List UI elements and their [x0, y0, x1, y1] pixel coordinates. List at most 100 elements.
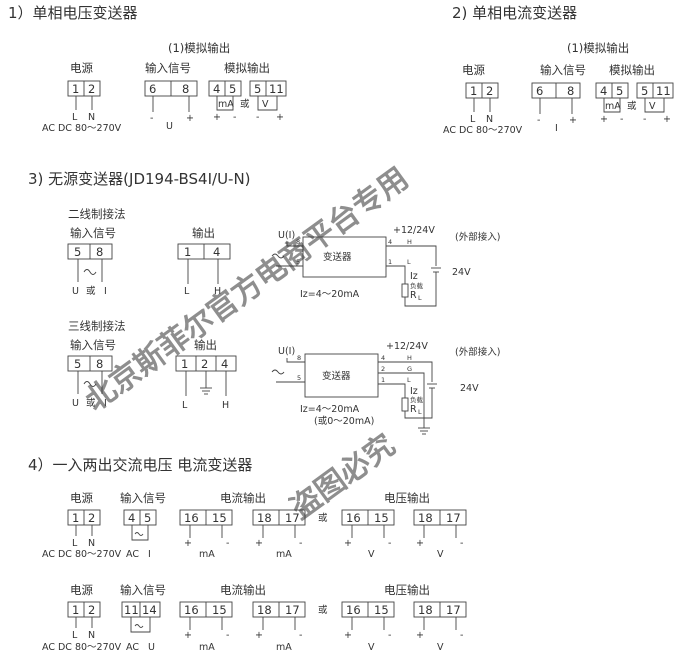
- pin-number: 1: [381, 376, 385, 384]
- output-label: 输出: [194, 338, 217, 352]
- supply-voltage: +12/24V: [393, 225, 435, 236]
- terminal-number: 18: [257, 603, 272, 617]
- transmitter-label: 变送器: [323, 251, 352, 263]
- sign: +: [663, 114, 671, 125]
- input-signal-label: 输入信号: [70, 338, 116, 352]
- power-label: 电源: [462, 63, 485, 77]
- terminal-number: 17: [446, 603, 461, 617]
- output-mark: H: [214, 286, 221, 297]
- sign: -: [299, 538, 302, 549]
- input-variable: I: [148, 549, 151, 560]
- output-label: 输出: [192, 226, 215, 240]
- sign: +: [213, 112, 221, 123]
- power-label: 电源: [70, 583, 93, 597]
- terminal-number: 17: [285, 603, 300, 617]
- terminal-number: 2: [88, 511, 95, 525]
- circuit-input-name: U(I): [278, 346, 295, 357]
- input-signal-label: 输入信号: [120, 583, 166, 597]
- output-mark: L: [184, 286, 190, 297]
- section-title: 3) 无源变送器(JD194-BS4I/U-N): [28, 170, 251, 188]
- unit: mA: [276, 642, 292, 653]
- sign: +: [255, 630, 263, 641]
- input-variable: I: [555, 123, 558, 134]
- terminal-number: 1: [470, 84, 477, 98]
- power-label: 电源: [70, 61, 93, 75]
- terminal-number: 15: [212, 603, 227, 617]
- pin-name: H: [407, 354, 412, 362]
- terminal-number: 4: [213, 82, 220, 96]
- terminal-number: 1: [72, 603, 79, 617]
- or-text: 或: [627, 100, 637, 112]
- two-wire-circuit: U(I) 8 5 变送器 +12/24V 4 H 1 L Iz 负载 R: [271, 225, 500, 307]
- sign: +: [184, 630, 192, 641]
- terminal-number: 4: [128, 511, 135, 525]
- ac-symbol-icon: [83, 269, 97, 275]
- sign: +: [184, 538, 192, 549]
- three-wire-method: 三线制接法 输入信号 5 8 U 或 I 输出 1 2 4: [67, 319, 500, 435]
- input-signal-label: 输入信号: [540, 63, 586, 77]
- terminal-number: 5: [74, 357, 81, 371]
- load-text: 负载: [410, 395, 424, 404]
- power-label: 电源: [70, 491, 93, 505]
- terminal-number: 8: [182, 82, 189, 96]
- three-wire-label: 三线制接法: [68, 319, 126, 333]
- pin-number: 5: [297, 374, 301, 382]
- current-range-alt: (或0～20mA): [314, 415, 374, 427]
- section-subtitle: (1)模拟输出: [567, 41, 629, 55]
- analog-output-label: 模拟输出: [224, 61, 270, 75]
- sign: -: [388, 630, 391, 641]
- unit: V: [368, 642, 375, 653]
- row-voltage-input: 电源 输入信号 电流输出 电压输出 1 2 L N AC DC 80～270V …: [42, 583, 467, 653]
- section-title: 1）单相电压变送器: [8, 4, 138, 22]
- input-terminal-block: 6 8 - + U: [144, 80, 198, 132]
- terminal-number: 16: [184, 511, 199, 525]
- unit-current: mA: [218, 99, 234, 110]
- terminal-number: 1: [184, 245, 191, 259]
- ac-symbol-icon: [134, 532, 144, 536]
- section-passive-transmitter: 3) 无源变送器(JD194-BS4I/U-N) 二线制接法 输入信号 5 8 …: [28, 170, 500, 435]
- transmitter-block: [302, 236, 387, 278]
- power-terminal-block: 1 2 L N AC DC 80～270V: [42, 80, 122, 134]
- input-signal-label: 输入信号: [70, 226, 116, 240]
- input-mark: 或: [86, 397, 96, 409]
- analog-output-terminal-block: 4 5 5 11 mA 或 V + - - +: [208, 80, 287, 123]
- terminal-mark: L: [72, 630, 78, 641]
- power-range: AC DC 80～270V: [42, 123, 122, 134]
- terminal-number: 14: [142, 603, 157, 617]
- section-title: 2) 单相电流变送器: [452, 4, 577, 22]
- power-range: AC DC 80～270V: [42, 642, 122, 653]
- or-text: 或: [318, 604, 328, 616]
- terminal-number: 4: [221, 357, 228, 371]
- current-range: Iz=4～20mA: [300, 289, 360, 300]
- input-mark: I: [104, 286, 107, 297]
- input-signal-label: 输入信号: [145, 61, 191, 75]
- terminal-number: 11: [124, 603, 139, 617]
- sign: -: [460, 538, 463, 549]
- sign: -: [620, 114, 623, 125]
- terminal-number: 2: [88, 603, 95, 617]
- resistor-label: R: [410, 404, 417, 415]
- terminal-number: 4: [213, 245, 220, 259]
- sign: +: [600, 114, 608, 125]
- terminal-number: 2: [88, 82, 95, 96]
- ac-symbol-icon: [83, 381, 97, 387]
- pin-number: 8: [296, 238, 300, 246]
- input-signal-label: 输入信号: [120, 491, 166, 505]
- terminal-mark: L: [72, 112, 78, 123]
- sign: -: [299, 630, 302, 641]
- input-variable: U: [148, 642, 155, 653]
- ground-icon: [200, 387, 212, 395]
- transmitter-block: [304, 353, 379, 398]
- sign: -: [256, 112, 259, 123]
- current-output-label: 电流输出: [220, 583, 266, 597]
- section-one-in-two-out: 4）一入两出交流电压 电流变送器 电源 输入信号 电流输出 电压输出 1 2 L…: [28, 456, 467, 653]
- terminal-number: 6: [149, 82, 156, 96]
- section-single-phase-voltage: 1）单相电压变送器 (1)模拟输出 电源 输入信号 模拟输出 1 2 L N A…: [8, 4, 287, 134]
- input-mark: U: [72, 398, 79, 409]
- ac-source-icon: [271, 369, 285, 375]
- input-ac: AC: [126, 549, 139, 560]
- or-text: 或: [240, 98, 250, 110]
- terminal-mark: N: [486, 114, 493, 125]
- or-text: 或: [318, 512, 328, 524]
- current-label: Iz: [410, 386, 418, 397]
